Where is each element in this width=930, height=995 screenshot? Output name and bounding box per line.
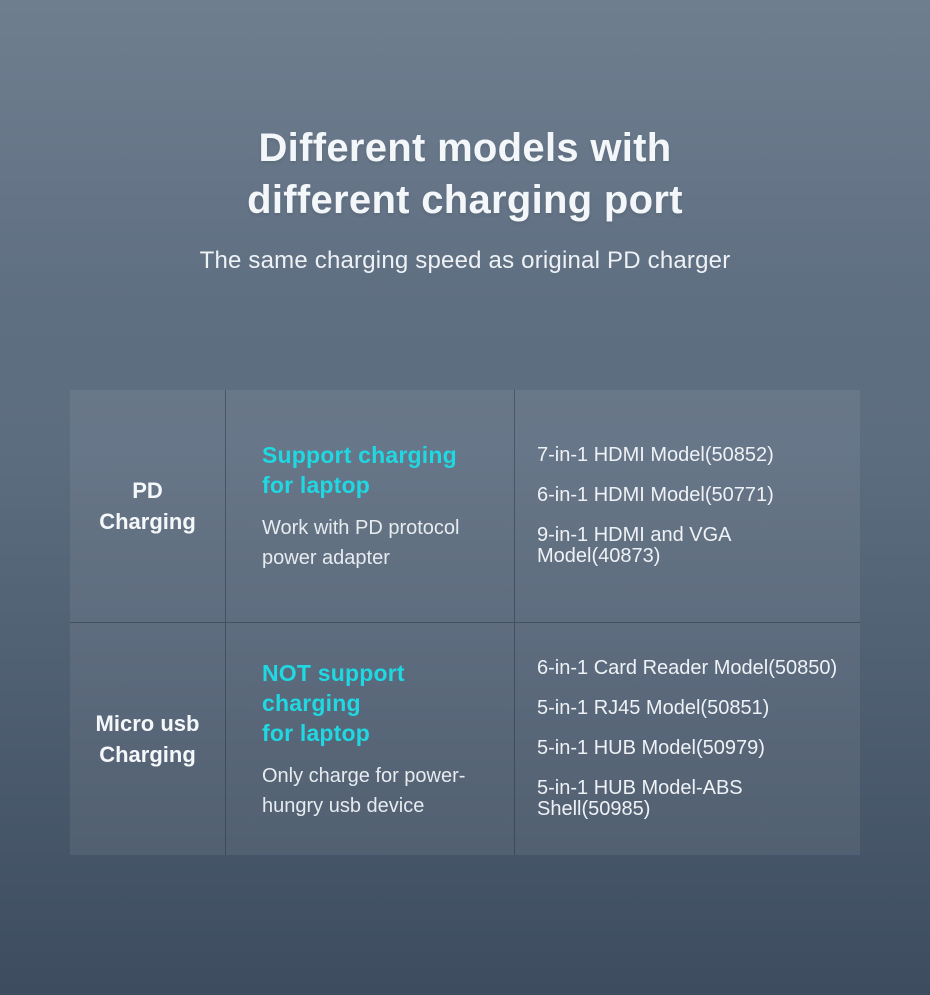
model-item: 5-in-1 HUB Model-ABS Shell(50985)	[537, 777, 743, 820]
support-highlight-pd-line-2: for laptop	[262, 471, 371, 498]
model-item: 9-in-1 HDMI and VGA Model(40873)	[537, 524, 731, 567]
support-description-micro-usb: Only charge for power- hungry usb device	[262, 761, 506, 821]
model-item: 5-in-1 HUB Model(50979)	[537, 737, 765, 759]
models-cell-micro-usb: 6-in-1 Card Reader Model(50850) 5-in-1 R…	[515, 623, 860, 855]
model-item: 5-in-1 RJ45 Model(50851)	[537, 697, 770, 719]
support-highlight-micro-usb-line-2: for laptop	[262, 719, 371, 746]
page-title-line-2: different charging port	[247, 178, 683, 222]
support-highlight-pd: Support charging for laptop	[262, 440, 506, 500]
models-cell-pd: 7-in-1 HDMI Model(50852) 6-in-1 HDMI Mod…	[515, 390, 860, 623]
charging-comparison-table: PD Charging Support charging for laptop …	[70, 390, 860, 855]
category-pd-line-1: PD	[132, 478, 163, 503]
page-title-line-1: Different models with	[258, 126, 672, 170]
support-cell-pd: Support charging for laptop Work with PD…	[226, 390, 515, 623]
support-description-micro-usb-line-2: hungry usb device	[262, 794, 425, 817]
support-cell-micro-usb: NOT support charging for laptop Only cha…	[226, 623, 515, 855]
model-item: 6-in-1 HDMI Model(50771)	[537, 484, 774, 506]
page-subtitle: The same charging speed as original PD c…	[199, 247, 731, 274]
support-description-micro-usb-line-1: Only charge for power-	[262, 764, 466, 787]
support-highlight-pd-line-1: Support charging	[262, 441, 457, 468]
model-item: 6-in-1 Card Reader Model(50850)	[537, 657, 838, 679]
page-title: Different models with different charging…	[0, 122, 930, 226]
support-highlight-micro-usb-line-1: NOT support charging	[262, 659, 405, 716]
support-highlight-micro-usb: NOT support charging for laptop	[262, 658, 506, 748]
support-description-pd-line-1: Work with PD protocol	[262, 516, 460, 539]
model-item: 7-in-1 HDMI Model(50852)	[537, 444, 774, 466]
category-cell-pd-charging: PD Charging	[70, 390, 226, 623]
support-description-pd-line-2: power adapter	[262, 546, 390, 569]
support-description-pd: Work with PD protocol power adapter	[262, 513, 506, 573]
category-pd-line-2: Charging	[99, 509, 196, 534]
category-cell-micro-usb-charging: Micro usb Charging	[70, 623, 226, 855]
category-micro-usb-line-1: Micro usb	[95, 711, 200, 736]
category-micro-usb-line-2: Charging	[99, 742, 196, 767]
